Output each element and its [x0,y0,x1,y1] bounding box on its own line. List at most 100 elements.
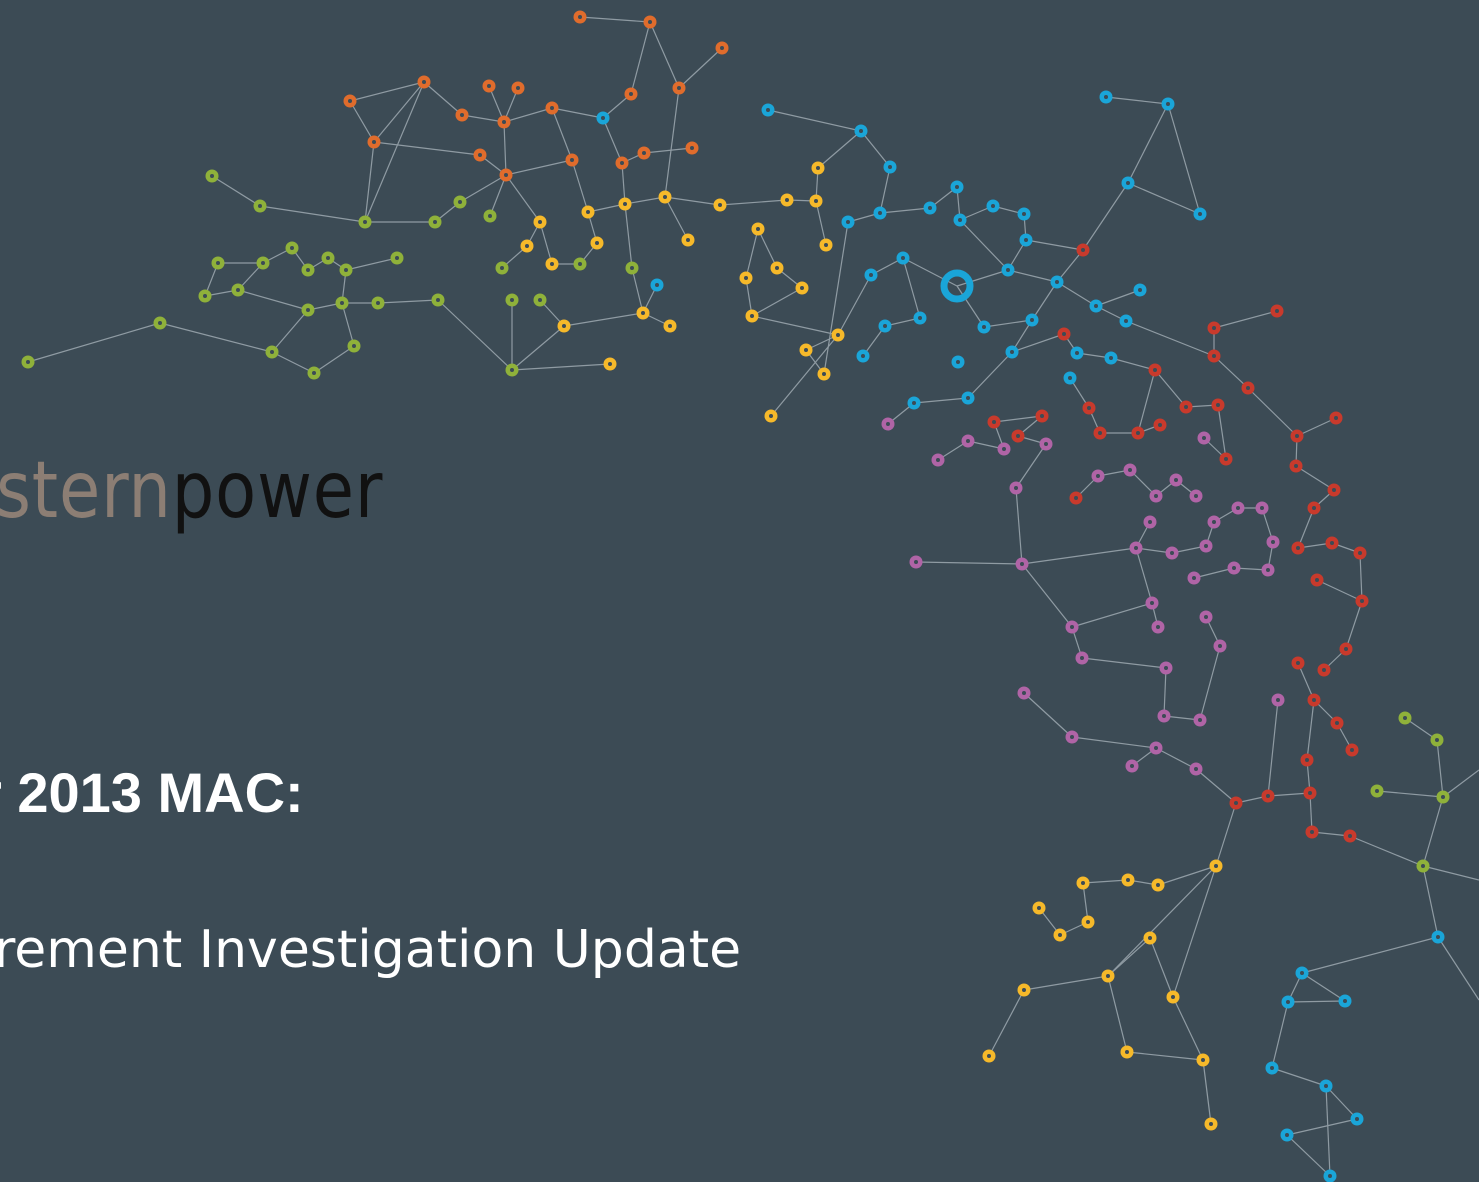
network-edge [1316,579,1363,602]
network-node-center [1216,403,1220,407]
network-node-center [1075,351,1079,355]
network-node-center [1166,102,1170,106]
network-edge [1345,600,1363,650]
network-edge [1172,996,1204,1061]
network-node-center [1128,468,1132,472]
network-node-center [550,262,554,266]
network-node-center [1294,464,1298,468]
network-node-center [1218,644,1222,648]
network-edge [624,203,633,269]
network-node-center [928,206,932,210]
network-node-center [1343,999,1347,1003]
network-edge [770,334,839,417]
network-node-center [785,198,789,202]
network-node-center [516,86,520,90]
network-node-center [344,268,348,272]
network-edge [373,141,481,156]
network-node-center [1441,795,1445,799]
network-node-center [1315,578,1319,582]
network-node-center [816,166,820,170]
network-edge [956,269,1009,287]
network-edge [341,302,355,347]
network-edge [1301,936,1439,974]
network-node-center [326,256,330,260]
network-edge [1167,103,1201,215]
network-node-center [1081,248,1085,252]
network-node-center [936,458,940,462]
network-edge [1071,602,1153,628]
network-node-center [376,301,380,305]
network-edge [1023,975,1109,991]
network-node-center [914,560,918,564]
network-edge [364,81,425,223]
network-edge [678,47,723,89]
network-edge [1287,1000,1346,1003]
network-node-center [1070,735,1074,739]
network-node-center [1136,431,1140,435]
network-edge [373,81,425,143]
network-edge [664,196,721,206]
network-node-center [1214,864,1218,868]
network-edge [1021,563,1073,628]
network-edge [988,989,1025,1057]
network-node-center [510,298,514,302]
network-edge [1296,417,1337,437]
network-edge [1007,269,1058,283]
network-node-center [458,200,462,204]
network-node-center [1286,1000,1290,1004]
network-node-center [550,106,554,110]
network-node-center [1246,386,1250,390]
network-node-center [261,261,265,265]
network-edge [1359,552,1363,602]
network-edge [1107,865,1217,977]
network-node-center [578,262,582,266]
network-node-center [1156,883,1160,887]
network-node-center [620,161,624,165]
network-edge [1301,972,1346,1002]
network-node-center [1209,1122,1213,1126]
network-edge [1135,547,1153,604]
network-node-center [422,80,426,84]
network-edge [751,315,839,336]
network-edge [1309,792,1313,833]
network-node-center [1212,520,1216,524]
network-node-center [1194,767,1198,771]
network-edge [1436,739,1444,798]
network-node-center [363,220,367,224]
network-edge [1215,802,1237,867]
network-edge [649,21,680,89]
network-node-center [1104,95,1108,99]
network-node-center [1062,332,1066,336]
company-logo: sternpower [0,452,383,530]
network-node-center [744,276,748,280]
network-node-center [1154,494,1158,498]
network-node-center [718,203,722,207]
network-node-center [846,220,850,224]
network-node-center [1308,791,1312,795]
network-node-center [1094,304,1098,308]
network-node-center [641,311,645,315]
network-edge [1217,404,1227,460]
network-edge [1021,547,1137,565]
network-node-center [395,256,399,260]
network-edge [271,309,309,353]
network-node-center [562,324,566,328]
network-edges [27,16,1479,1177]
network-edge [1155,747,1197,770]
network-node-center [1194,494,1198,498]
network-edge [837,274,872,336]
network-edge [349,81,425,102]
network-edge [579,16,651,23]
network-node-center [348,99,352,103]
network-node-center [236,288,240,292]
network-node-center [1022,212,1026,216]
network-node-center [595,241,599,245]
network-node-center [203,294,207,298]
network-node-center [1148,520,1152,524]
network-edge [364,141,375,223]
network-node-center [1322,668,1326,672]
network-node-center [814,199,818,203]
network-node-center [1022,691,1026,695]
network-node-center [504,173,508,177]
network-node-center [1164,666,1168,670]
